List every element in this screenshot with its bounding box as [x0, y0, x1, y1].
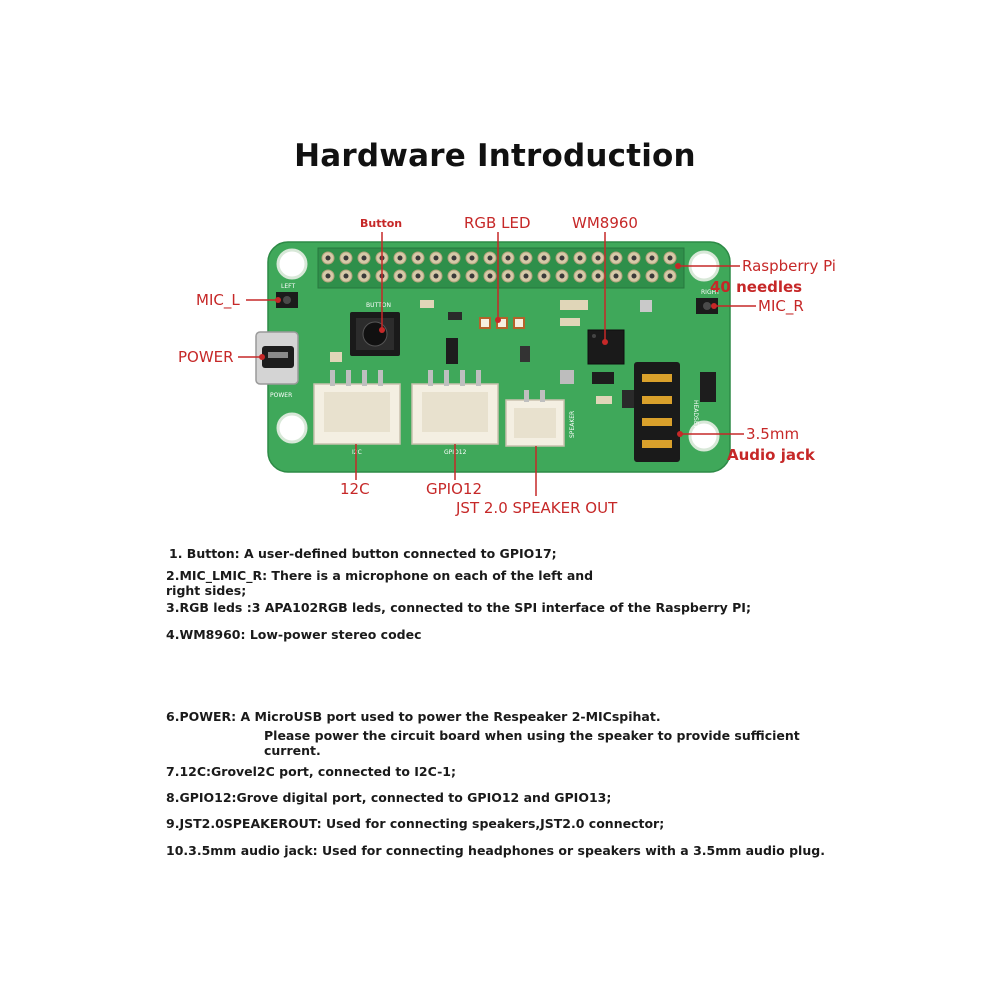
header-pin-hole: [469, 255, 475, 261]
callout-wm8960: WM8960: [572, 214, 638, 232]
header-pin-hole: [631, 255, 637, 261]
mic-left-component: [276, 292, 298, 308]
header-pin-hole: [433, 255, 439, 261]
note-item: 3.RGB leds :3 APA102RGB leds, connected …: [166, 600, 751, 615]
user-button-component: [350, 312, 400, 356]
header-pin-hole: [487, 255, 493, 261]
header-pin-hole: [541, 255, 547, 261]
mic-right-component: [696, 298, 718, 314]
header-pin-hole: [505, 255, 511, 261]
wm8960-codec-chip: [587, 329, 625, 365]
header-pin-hole: [433, 273, 439, 279]
callout-audio-jack: Audio jack: [727, 446, 815, 464]
silk-i2c: I2C: [352, 449, 362, 456]
silk-speaker: SPEAKER: [569, 411, 576, 438]
callout-3-5mm: 3.5mm: [746, 425, 800, 443]
page-title: Hardware Introduction: [294, 138, 696, 174]
header-pin-hole: [631, 273, 637, 279]
note-item: 8.GPIO12:Grove digital port, connected t…: [166, 790, 612, 805]
callout-leader-lines: [238, 232, 756, 496]
smd-components: [330, 300, 716, 408]
gpio-header-40pin: [317, 247, 685, 289]
micro-usb-port: [255, 331, 299, 385]
header-pin-hole: [397, 273, 403, 279]
header-pin-hole: [649, 273, 655, 279]
header-pin-hole: [451, 255, 457, 261]
callout-leader-dots: [259, 263, 717, 437]
silk-button: BUTTON: [366, 302, 391, 309]
note-item: 1. Button: A user-defined button connect…: [169, 546, 557, 561]
callout-40-needles: 40 needles: [710, 278, 803, 296]
header-pin-hole: [361, 255, 367, 261]
note-item: 6.POWER: A MicroUSB port used to power t…: [166, 709, 661, 724]
header-pin-hole: [577, 273, 583, 279]
note-item: Please power the circuit board when usin…: [264, 728, 800, 743]
note-item: current.: [264, 743, 321, 758]
callout-jst-speaker-out: JST 2.0 SPEAKER OUT: [456, 499, 618, 517]
header-pin-hole: [451, 273, 457, 279]
note-item: 4.WM8960: Low-power stereo codec: [166, 627, 422, 642]
audio-jack-component: [634, 362, 680, 462]
silk-power: POWER: [270, 392, 292, 399]
header-pin-hole: [559, 273, 565, 279]
callout-gpio12: GPIO12: [426, 480, 482, 498]
header-pin-hole: [577, 255, 583, 261]
header-pin-hole: [667, 273, 673, 279]
header-pin-hole: [361, 273, 367, 279]
note-item: right sides;: [166, 583, 247, 598]
header-pin-hole: [667, 255, 673, 261]
note-item: 2.MIC_LMIC_R: There is a microphone on e…: [166, 568, 594, 583]
header-pin-hole: [487, 273, 493, 279]
grove-i2c-connector: [313, 370, 401, 445]
note-item: 7.12C:Grovel2C port, connected to I2C-1;: [166, 764, 456, 779]
silk-left: LEFT: [281, 283, 295, 290]
header-pin-hole: [325, 255, 331, 261]
silk-right: RIGHT: [701, 289, 720, 296]
header-pin-hole: [343, 255, 349, 261]
note-item: 10.3.5mm audio jack: Used for connecting…: [166, 843, 825, 858]
header-pin-hole: [613, 255, 619, 261]
header-pin-hole: [649, 255, 655, 261]
callout-mic-r: MIC_R: [758, 297, 804, 315]
header-pin-hole: [343, 273, 349, 279]
header-pin-hole: [523, 273, 529, 279]
header-pin-hole: [415, 255, 421, 261]
header-pin-hole: [595, 255, 601, 261]
header-pin-hole: [415, 273, 421, 279]
header-pin-hole: [505, 273, 511, 279]
rgb-led-components: [479, 317, 525, 329]
grove-gpio12-connector: [411, 370, 499, 445]
header-pin-hole: [541, 273, 547, 279]
callout-button: Button: [360, 217, 403, 230]
header-pin-hole: [595, 273, 601, 279]
callout-power: POWER: [178, 348, 234, 366]
header-pin-hole: [469, 273, 475, 279]
header-pin-hole: [559, 255, 565, 261]
header-pin-hole: [523, 255, 529, 261]
silk-headset: HEADSET: [692, 400, 699, 429]
callout-i2c: 12C: [340, 480, 370, 498]
jst-speaker-connector: [505, 390, 565, 447]
header-pin-hole: [613, 273, 619, 279]
callout-rgb-led: RGB LED: [464, 214, 531, 232]
note-item: 9.JST2.0SPEAKEROUT: Used for connecting …: [166, 816, 665, 831]
header-pin-hole: [325, 273, 331, 279]
callout-mic-l: MIC_L: [196, 291, 240, 309]
header-pin-hole: [397, 255, 403, 261]
callout-raspberry-pi: Raspberry Pi: [742, 257, 836, 275]
